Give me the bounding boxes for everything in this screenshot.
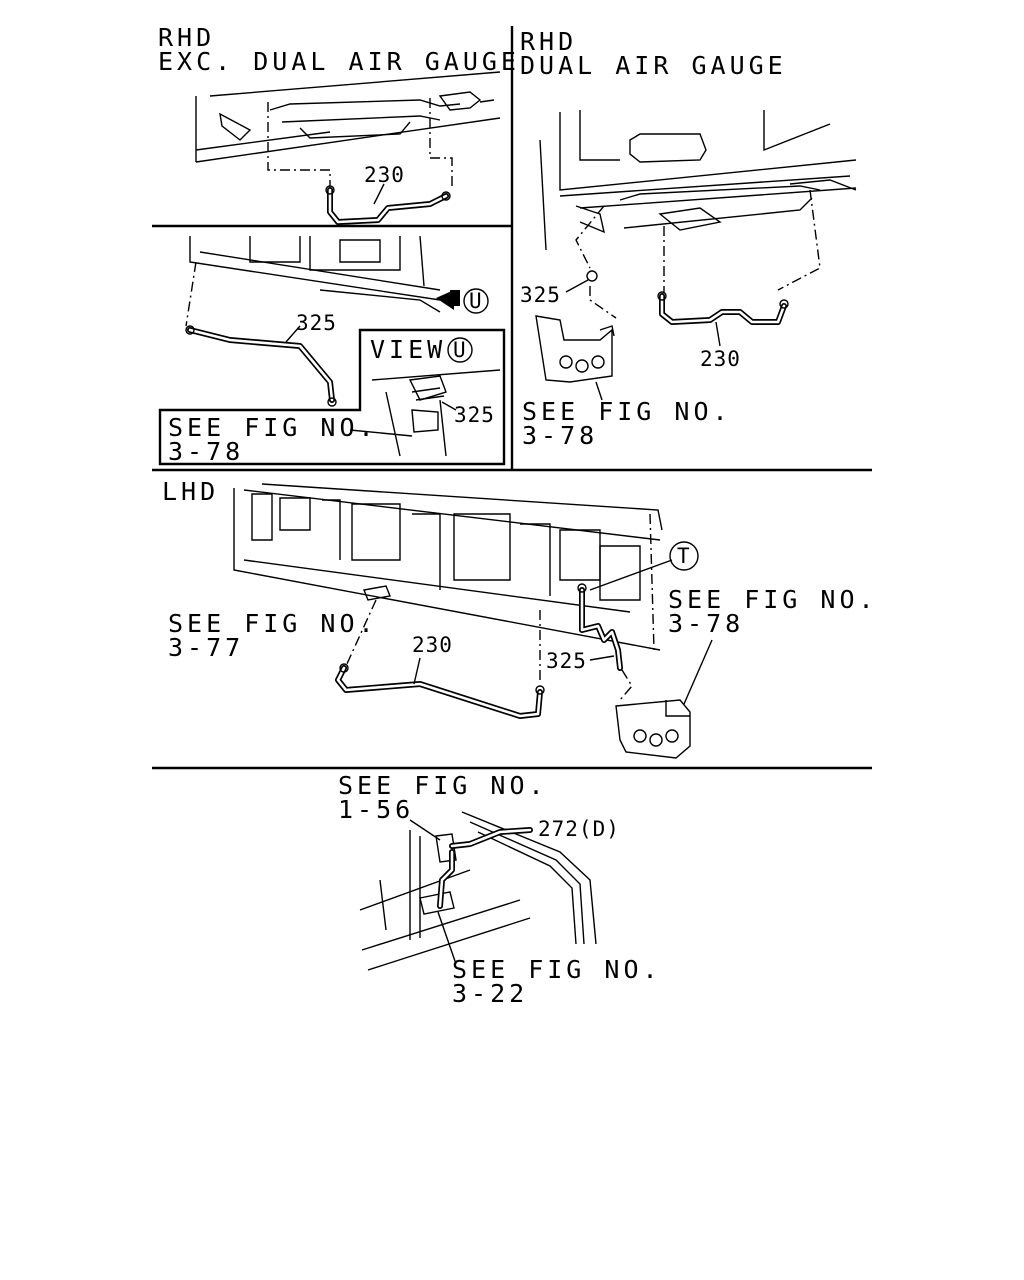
view-u-marker: U	[453, 338, 467, 362]
frame-drawing	[185, 235, 441, 327]
part-number-230: 230	[700, 347, 741, 371]
see-fig-number: 3-78	[522, 421, 598, 450]
pipe-230-lhd	[335, 663, 545, 719]
see-fig-label: SEE FIG NO.	[168, 413, 378, 442]
pipe-230-right	[657, 291, 789, 325]
panel-bottom-detail: SEE FIG NO. 1-56 272(D) SEE FIG NO. 3-22	[338, 771, 662, 1008]
part-number-272-d: 272(D)	[538, 817, 620, 841]
view-u-inset: VIEW U 325 SEE FIG NO. 3-78	[158, 328, 506, 466]
panel-title-line1: RHD	[158, 23, 215, 52]
see-fig-number: 3-78	[168, 437, 244, 466]
see-fig-label-b: SEE FIG NO.	[168, 609, 378, 638]
view-arrow-icon	[436, 290, 454, 310]
part-number-325: 325	[520, 283, 561, 307]
panel-lhd: LHD 230	[162, 477, 878, 759]
part-number-230: 230	[364, 163, 405, 187]
view-u-label: VIEW	[370, 335, 446, 364]
panel-dividers	[152, 26, 872, 770]
marker-t-circle	[669, 541, 699, 571]
see-fig-bottom-label: SEE FIG NO.	[452, 955, 662, 984]
part-number-325: 325	[546, 649, 587, 673]
pipe-325-left	[185, 325, 337, 407]
panel-title: LHD	[162, 477, 219, 506]
panel-rhd-view-u: 325 U VIEW U 325 SEE FIG NO. 3-78	[158, 235, 506, 466]
panel-title-line2: EXC. DUAL AIR GAUGE	[158, 47, 520, 76]
bracket-drawing	[535, 315, 615, 383]
pipe-325-lhd	[577, 583, 623, 671]
pipe-230-upper	[325, 185, 451, 225]
part-number-325: 325	[296, 311, 337, 335]
see-fig-bottom-number: 3-22	[452, 979, 528, 1008]
see-fig-top-label: SEE FIG NO.	[338, 771, 548, 800]
panel-rhd-dual: RHD DUAL AIR GAUGE 230	[520, 27, 857, 450]
frame-drawing	[233, 483, 663, 680]
panel-title-line1: RHD	[520, 27, 577, 56]
frame-drawing	[359, 811, 597, 971]
frame-drawing	[195, 71, 501, 190]
view-part-number-325: 325	[454, 403, 495, 427]
see-fig-number-a: 3-78	[668, 609, 744, 638]
panel-rhd-exc-dual: RHD EXC. DUAL AIR GAUGE 230	[158, 23, 520, 225]
see-fig-label: SEE FIG NO.	[522, 397, 732, 426]
pipe-325-fitting	[586, 270, 598, 282]
bracket-drawing-lhd	[615, 669, 691, 759]
see-fig-label-a: SEE FIG NO.	[668, 585, 878, 614]
pipe-272-d	[437, 827, 533, 909]
view-marker-u: U	[469, 289, 483, 313]
marker-t: T	[677, 544, 691, 568]
see-fig-number-b: 3-77	[168, 633, 244, 662]
see-fig-top-number: 1-56	[338, 795, 414, 824]
frame-drawing	[539, 110, 857, 319]
panel-title-line2: DUAL AIR GAUGE	[520, 51, 787, 80]
part-number-230: 230	[412, 633, 453, 657]
